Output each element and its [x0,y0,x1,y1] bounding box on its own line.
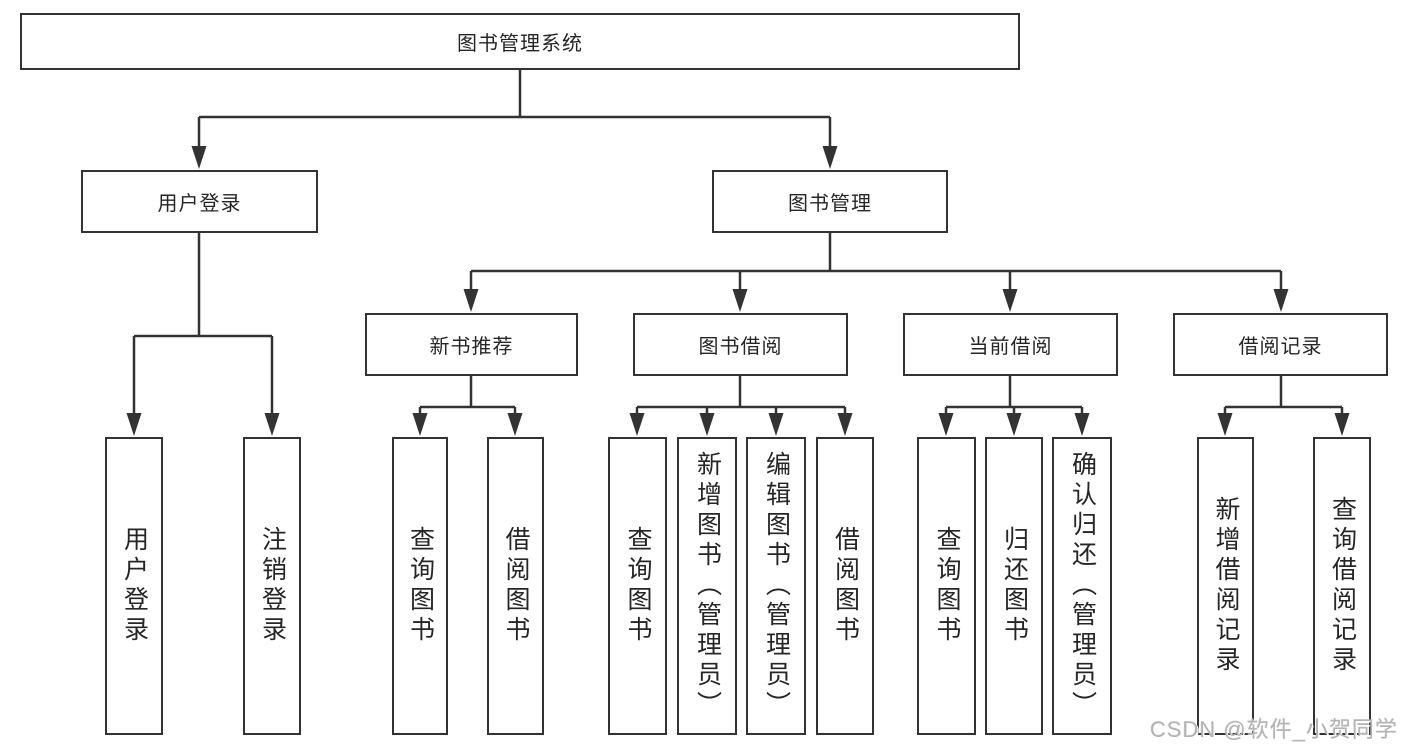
leaf-confirm-return-admin: 确认归还（管理员） [1052,437,1112,735]
leaf-edit-books-admin: 编辑图书（管理员） [746,437,806,735]
node-borrowing-records: 借阅记录 [1173,313,1388,376]
leaf-query-books-current: 查询图书 [917,437,976,735]
leaf-query-books-recommend: 查询图书 [392,437,448,735]
node-current-borrowing: 当前借阅 [903,313,1118,376]
node-root-library-system: 图书管理系统 [20,13,1020,70]
leaf-return-books: 归还图书 [985,437,1043,735]
csdn-watermark: CSDN @软件_小贺同学 [1149,717,1398,742]
node-new-book-recommend: 新书推荐 [365,313,578,376]
node-user-login: 用户登录 [81,170,318,233]
leaf-logout: 注销登录 [243,437,301,735]
leaf-add-books-admin: 新增图书（管理员） [677,437,737,735]
leaf-add-borrow-record: 新增借阅记录 [1197,437,1254,735]
leaf-borrow-books: 借阅图书 [816,437,874,735]
leaf-query-books-borrowing: 查询图书 [608,437,667,735]
leaf-user-login: 用户登录 [105,437,163,735]
node-book-management: 图书管理 [712,170,948,233]
leaf-borrow-books-recommend: 借阅图书 [487,437,544,735]
leaf-query-borrow-record: 查询借阅记录 [1313,437,1371,735]
node-book-borrowing: 图书借阅 [633,313,848,376]
